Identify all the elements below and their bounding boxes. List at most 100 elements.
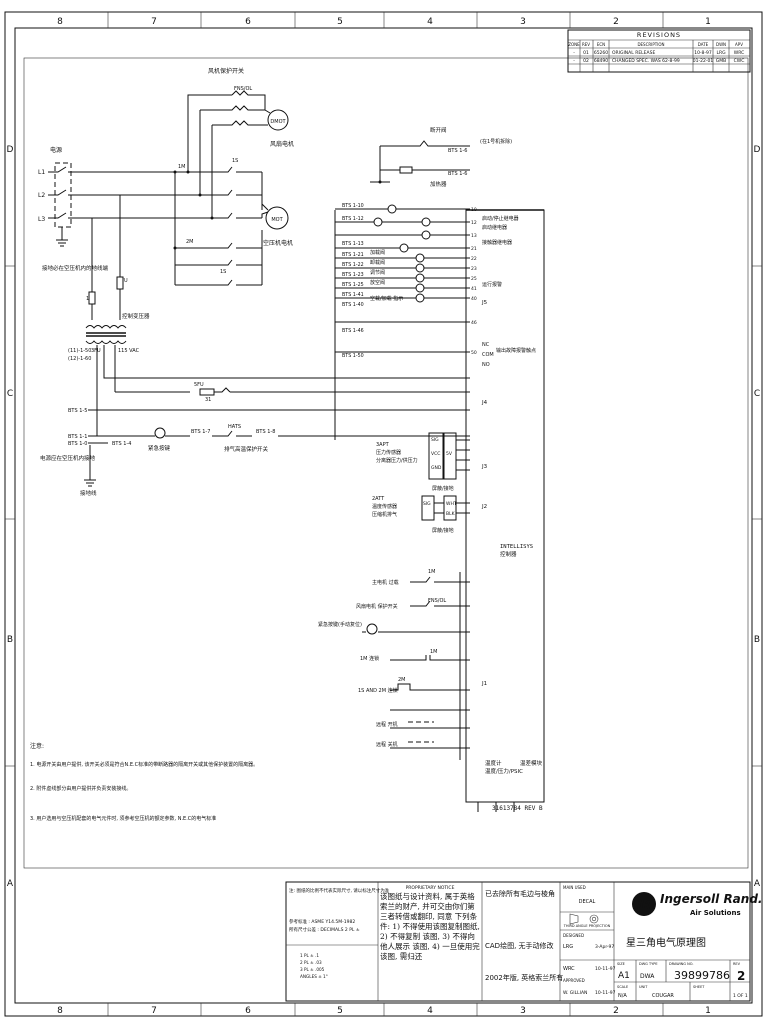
designed-label: DESIGNED: [563, 933, 584, 938]
tx-primary-2: (12)-1-60: [68, 356, 91, 362]
sensor-2-sub: 压缩机排气: [372, 511, 397, 518]
output-label: 空载/加载 指示: [370, 295, 403, 302]
output-bts: BTS 1-25: [342, 282, 364, 288]
tolerance-row: 2 PL ± .03: [300, 960, 322, 965]
dwg-type-label: DWG TYPE: [639, 962, 658, 966]
ground-note-2: 电源应在空压机内接地: [40, 454, 96, 462]
bts-14-label: BTS 1-4: [112, 441, 131, 447]
title-block: 注: 图纸的比例不代表实际尺寸, 请以标注尺寸为准 参考标准 : ASME Y1…: [285, 881, 762, 1002]
ground-label: 接地线: [80, 489, 97, 497]
revisions-cell: CHANGED SPEC. WAS 62-8-99: [612, 58, 680, 64]
tolerance-row: 1 PL ± .1: [300, 953, 319, 958]
frame-column-label: 6: [245, 1006, 251, 1016]
revisions-header-cell: DATE: [698, 42, 709, 47]
output-bts: BTS 1-12: [342, 216, 364, 222]
emergency-stop-label: 紧急按键: [148, 444, 171, 452]
revisions-header-cell: ZONE: [568, 42, 580, 47]
projection-icon: [569, 913, 599, 925]
connector-j2: J2: [481, 504, 487, 510]
frame-row-label: B: [754, 635, 760, 645]
rev-value: 2: [737, 969, 745, 983]
connector-j3: J3: [481, 464, 488, 470]
sheet-value: 1 OF 1: [733, 993, 748, 999]
pump-note: (在1号机拆除): [480, 138, 512, 145]
transformer-label: 控制变压器: [122, 312, 150, 320]
note-1: 1. 电源开关由用户提供, 该开关必须是符合N.E.C标准的带断路器的隔离开关或…: [30, 761, 258, 768]
size-label: SIZE: [617, 962, 625, 966]
pin-number: 46: [471, 320, 477, 326]
sensor-pin: 5V: [446, 451, 453, 457]
input-code: FNS/OL: [428, 598, 446, 604]
fan-motor-icon: [267, 109, 289, 131]
revisions-title: REVISIONS: [637, 31, 681, 39]
sensor-pin: SIG: [431, 437, 439, 443]
scale-value: N/A: [618, 993, 627, 999]
unit-label: UNIT: [639, 985, 648, 989]
controller-name: INTELLISYS: [500, 544, 533, 550]
relay-coil-icon: [415, 263, 425, 273]
emergency-button-icon: [366, 623, 378, 635]
frame-column-label: 8: [57, 17, 63, 27]
frame-column-label: 5: [337, 1006, 343, 1016]
frame-row-label: A: [7, 879, 14, 889]
frame-column-label: 2: [613, 17, 619, 27]
shield-1-label: 屏蔽/接地: [432, 485, 454, 492]
revisions-header: ZONE REV ECN DESCRIPTION DATE DWN APV: [568, 42, 743, 47]
output-label: 运行报警: [482, 281, 502, 288]
revisions-cell: LRG: [716, 50, 726, 56]
main-motor-code: MOT: [271, 217, 283, 223]
pin-number: 13: [471, 233, 477, 239]
tx-voltage: 115 VAC: [118, 348, 140, 354]
tolerance-row: ANGLES ± 1°: [300, 974, 328, 979]
relay-1m-label: 1M: [178, 164, 186, 170]
output-bts: BTS 1-46: [342, 328, 364, 334]
rev-label: REV: [733, 962, 741, 966]
tx-fuse-label: 3FU: [91, 348, 101, 354]
sensor-2-code: 2ATT: [372, 496, 385, 502]
relay-coil-icon: [415, 253, 425, 263]
revisions-header-cell: APV: [735, 42, 743, 47]
alarm-no: NO: [482, 362, 490, 368]
frame-column-label: 4: [427, 17, 433, 27]
company-sub: Air Solutions: [690, 909, 741, 917]
notes-title: 注意:: [30, 742, 44, 750]
revisions-cell: ORIGINAL RELEASE: [612, 50, 655, 56]
pin-number: 21: [471, 246, 477, 252]
heater-icon: [399, 166, 413, 174]
relay-coil-icon: [415, 273, 425, 283]
dwg-no-value: 39899786: [674, 969, 730, 982]
revisions-cell: 01: [583, 50, 589, 56]
unit-value: COUGAR: [652, 993, 674, 999]
shield-2-label: 屏蔽/接地: [432, 527, 454, 534]
frame-column-label: 2: [613, 1006, 619, 1016]
relay-coil-icon: [387, 204, 397, 214]
output-label: 放空阀: [370, 279, 385, 286]
input-label: 紧急按键(手动复位): [318, 621, 362, 628]
title-block-note: 注: 图纸的比例不代表实际尺寸, 请以标注尺寸为准: [289, 887, 390, 894]
sensor-2-label: 温度传感器: [372, 503, 397, 510]
revisions-cell: GMB: [716, 58, 726, 64]
controller-foot: 温差模块: [520, 759, 543, 767]
main-motor-icon: [265, 206, 289, 230]
fuse-5fu-label: 5FU: [194, 382, 204, 388]
input-label: 远程 开机: [376, 721, 398, 728]
svg-text:IR: IR: [637, 898, 651, 912]
fuse-1fu-icon: [88, 291, 96, 305]
input-label: 1S AND 2M 连锁: [358, 687, 398, 694]
input-label: 1M 连锁: [360, 655, 379, 662]
input-code: 1M: [430, 649, 438, 655]
revisions-cell: 01-22-01: [693, 58, 714, 64]
tx-primary-1: (11)-1-50: [68, 348, 91, 354]
fuse-5fu-icon: [199, 388, 215, 396]
output-label: 加载阀: [370, 249, 385, 256]
pressure-sensor-block: [428, 432, 444, 480]
dwg-no-label: DRAWING NO.: [669, 962, 693, 966]
copyright: 2002年版, 英格索兰所有: [485, 973, 563, 982]
revisions-cell: 68490: [594, 58, 608, 64]
material-value: DECAL: [579, 899, 596, 905]
controller-note-1: 温度计: [485, 759, 502, 767]
revisions-header-cell: ECN: [597, 42, 605, 47]
pin-number: 10: [471, 207, 477, 213]
input-label: 远程 关机: [376, 741, 398, 748]
